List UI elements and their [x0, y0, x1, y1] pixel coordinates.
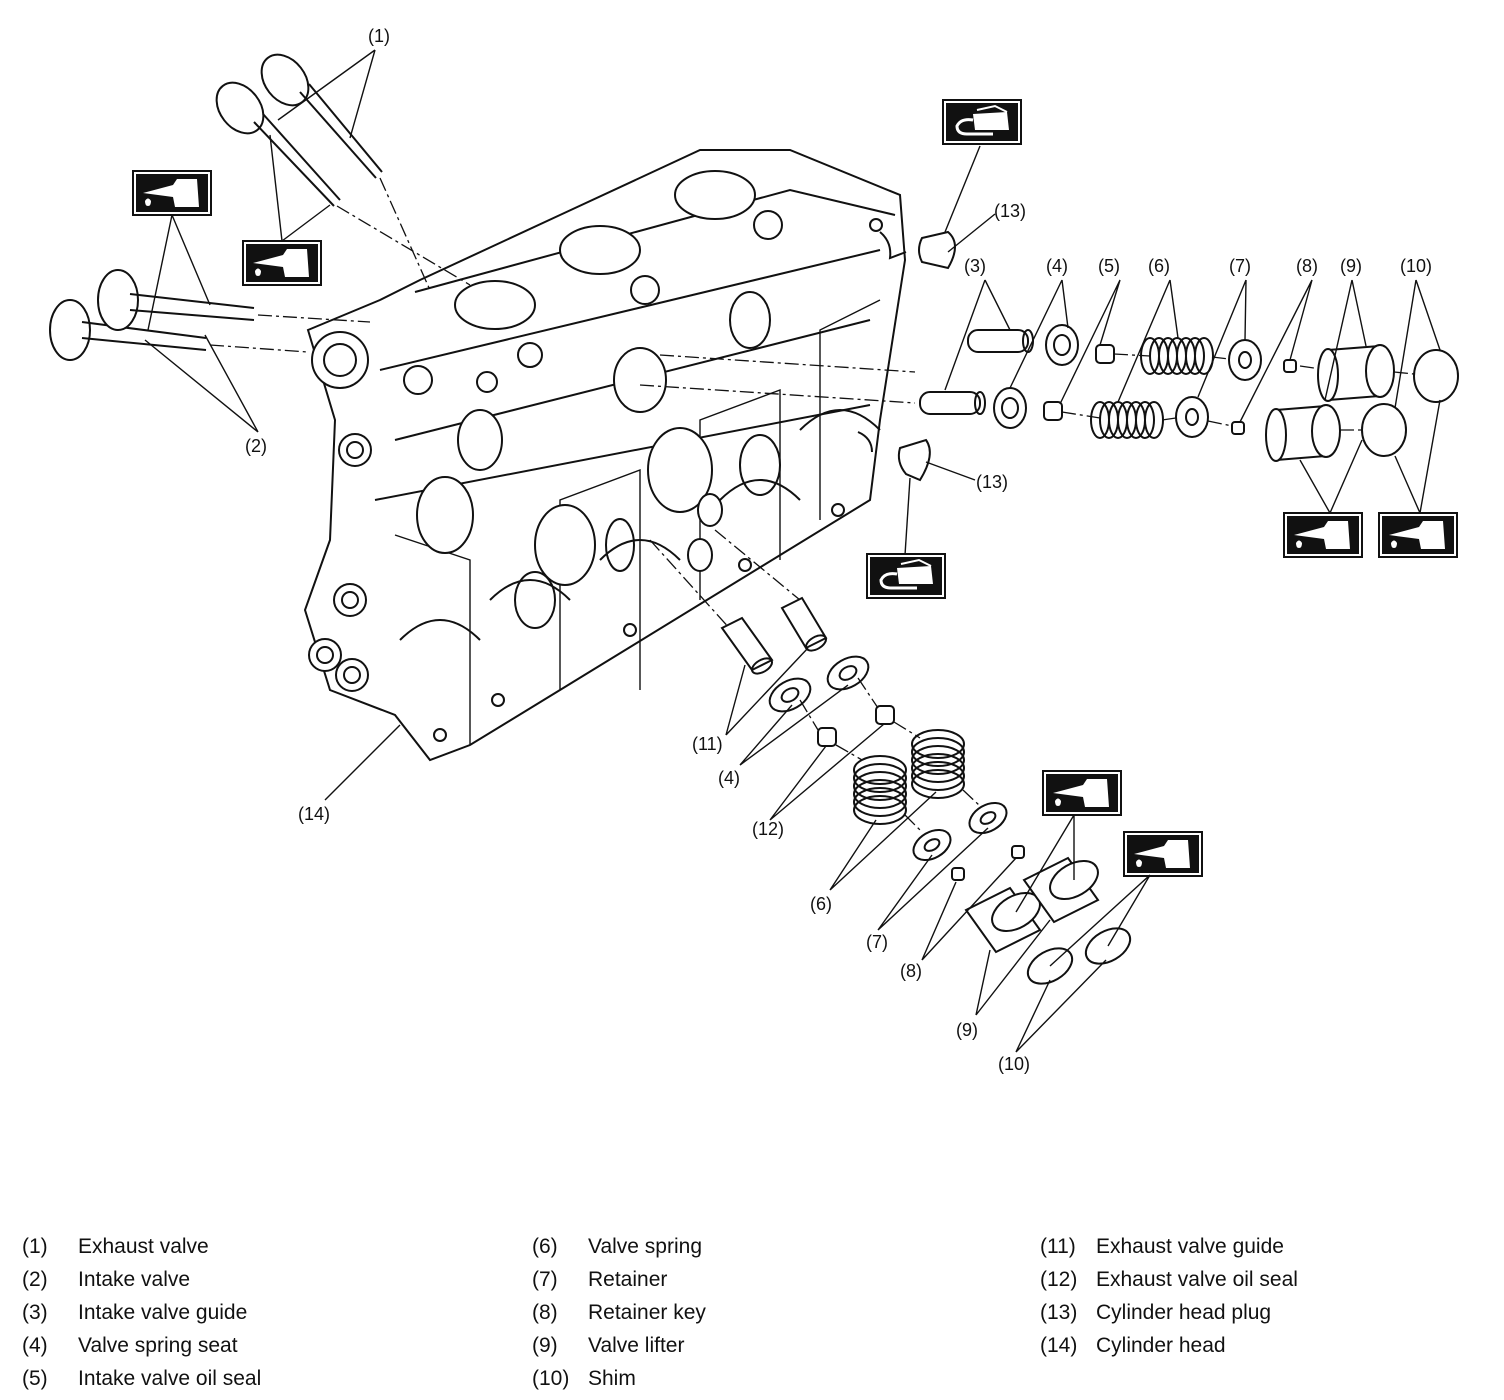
callouts: (1) (2) (13) (3) (4) (5) (6) (7) (8) (9)… — [245, 26, 1432, 1074]
legend-label: Valve spring seat — [78, 1334, 238, 1357]
callout-2: (2) — [245, 436, 267, 456]
legend-number: (3) — [22, 1301, 48, 1324]
legend-number: (11) — [1040, 1235, 1076, 1258]
exploded-view-diagram: (1) (2) (13) (3) (4) (5) (6) (7) (8) (9)… — [49, 26, 1459, 1074]
legend-label: Exhaust valve oil seal — [1096, 1268, 1298, 1291]
exhaust-valves-top — [215, 53, 471, 291]
callout-10-top: (10) — [1400, 256, 1432, 276]
callout-13-top: (13) — [994, 201, 1026, 221]
sealant-tube-icon — [941, 98, 1023, 146]
callout-1: (1) — [368, 26, 390, 46]
callout-5: (5) — [1098, 256, 1120, 276]
callout-3: (3) — [964, 256, 986, 276]
cylinder-head — [303, 149, 907, 762]
callout-4-bottom: (4) — [718, 768, 740, 788]
legend-label: Intake valve guide — [78, 1301, 248, 1324]
legend-label: Valve spring — [588, 1235, 703, 1258]
leader-lines — [144, 49, 1441, 1053]
legend-label: Cylinder head plug — [1096, 1301, 1272, 1324]
intake-valves-left — [49, 269, 371, 361]
callout-6-bottom: (6) — [810, 894, 832, 914]
callout-8-top: (8) — [1296, 256, 1318, 276]
callout-12: (12) — [752, 819, 784, 839]
parts-legend: (1) Exhaust valve (2) Intake valve (3) Inta… — [0, 1232, 1504, 1400]
callout-8-bottom: (8) — [900, 961, 922, 981]
callout-13-bottom: (13) — [976, 472, 1008, 492]
oil-can-icon — [242, 240, 322, 286]
legend-label: Retainer key — [588, 1301, 706, 1324]
callout-6-top: (6) — [1148, 256, 1170, 276]
callout-7-bottom: (7) — [866, 932, 888, 952]
legend-number: (7) — [532, 1268, 558, 1291]
legend-number: (12) — [1040, 1268, 1078, 1291]
oil-can-icon — [132, 170, 212, 216]
legend-label: Retainer — [588, 1268, 668, 1291]
legend-label: Intake valve oil seal — [78, 1367, 262, 1390]
legend-number: (8) — [532, 1301, 558, 1324]
legend-label: Valve lifter — [588, 1334, 685, 1357]
legend-number: (9) — [532, 1334, 558, 1357]
legend-label: Exhaust valve guide — [1096, 1235, 1284, 1258]
legend-label: Exhaust valve — [78, 1235, 209, 1258]
callout-10-bottom: (10) — [998, 1054, 1030, 1074]
callout-9-top: (9) — [1340, 256, 1362, 276]
callout-11: (11) — [692, 734, 723, 754]
legend-number: (13) — [1040, 1301, 1078, 1324]
sealant-tube-icon — [865, 552, 947, 600]
oil-can-icon — [1283, 512, 1363, 558]
oil-can-icon — [1378, 512, 1458, 558]
oil-can-icon — [1042, 770, 1122, 816]
legend-label: Intake valve — [78, 1268, 191, 1291]
oil-can-icon — [1123, 831, 1203, 877]
callout-14: (14) — [298, 804, 330, 824]
cylinder-head-plugs — [897, 230, 956, 482]
legend-number: (2) — [22, 1268, 48, 1291]
legend-number: (5) — [22, 1367, 48, 1390]
legend-number: (14) — [1040, 1334, 1078, 1357]
legend-number: (6) — [532, 1235, 558, 1258]
legend-label: Shim — [588, 1367, 636, 1390]
legend-label: Cylinder head — [1096, 1334, 1226, 1357]
callout-7-top: (7) — [1229, 256, 1251, 276]
exhaust-side-parts — [649, 529, 1132, 985]
legend-number: (10) — [532, 1367, 570, 1390]
legend-number: (1) — [22, 1235, 48, 1258]
legend-number: (4) — [22, 1334, 48, 1357]
callout-9-bottom: (9) — [956, 1020, 978, 1040]
callout-4-top: (4) — [1046, 256, 1068, 276]
